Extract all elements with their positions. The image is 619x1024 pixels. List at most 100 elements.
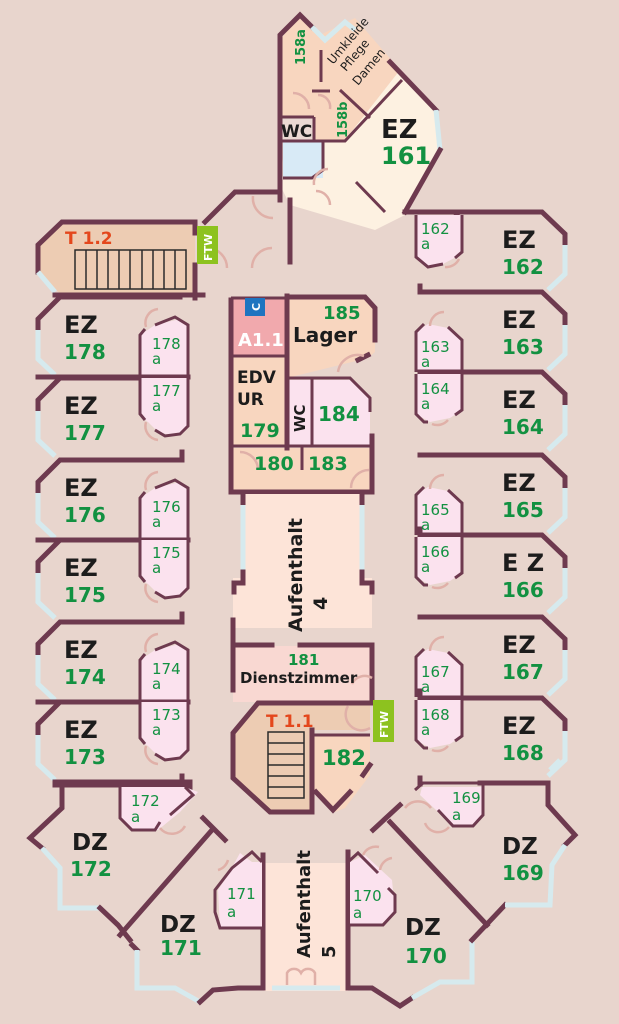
bath-170a[interactable] <box>350 855 395 925</box>
ez-161-type: EZ <box>381 115 418 145</box>
bath-165a-suffix: a <box>421 516 430 534</box>
ftw-badge-bottom-label: FTW <box>378 711 391 738</box>
ez-163-type: EZ <box>502 306 536 334</box>
bath-173a[interactable] <box>140 702 188 760</box>
room-185-name: Lager <box>293 323 357 347</box>
room-179-line-1: EDV <box>237 368 277 388</box>
room-181[interactable]: 181 Dienstzimmer <box>230 617 375 703</box>
dz-172-number: 172 <box>70 857 112 881</box>
bath-166a-number: 166 <box>421 543 450 561</box>
shower-area <box>283 142 323 178</box>
aufenthalt-4-area[interactable] <box>233 494 372 628</box>
bath-172a[interactable] <box>120 787 198 830</box>
wc-room-top[interactable] <box>278 117 314 141</box>
room-179-edv[interactable] <box>233 356 285 446</box>
stair-t11[interactable]: T 1.1 182 FTW <box>230 700 394 815</box>
room-185-number: 185 <box>323 303 361 324</box>
room-185-lager[interactable] <box>287 297 375 378</box>
bath-175a-number: 175 <box>152 544 181 562</box>
bath-167a-number: 167 <box>421 663 450 681</box>
aufenthalt-4[interactable]: Aufenthalt 4 <box>231 491 375 632</box>
ez-168-number: 168 <box>502 741 544 765</box>
bath-167a[interactable] <box>416 649 462 697</box>
bath-165a[interactable] <box>416 487 462 535</box>
aufenthalt-5[interactable]: Aufenthalt 5 <box>260 849 351 991</box>
room-179-line-2: UR <box>237 390 264 410</box>
room-182[interactable] <box>313 735 370 812</box>
bath-176a[interactable] <box>140 482 188 540</box>
bath-174a[interactable] <box>140 644 188 702</box>
ez-173-type: EZ <box>64 716 98 744</box>
bath-164a-number: 164 <box>421 380 450 398</box>
bath-169a[interactable] <box>420 787 482 825</box>
room-181-number: 181 <box>288 651 319 669</box>
bath-173a-suffix: a <box>152 721 161 739</box>
ez-167-number: 167 <box>502 660 544 684</box>
dz-171-number: 171 <box>160 936 202 960</box>
ez-174-type: EZ <box>64 636 98 664</box>
bath-164a-suffix: a <box>421 395 430 413</box>
stair-t12-area[interactable] <box>38 220 195 295</box>
ez-163-number: 163 <box>502 335 544 359</box>
ez-178-number: 178 <box>64 340 106 364</box>
ez-165-type: EZ <box>502 469 536 497</box>
room-ez-161[interactable] <box>280 70 440 230</box>
bath-163a[interactable] <box>416 324 462 372</box>
ez-167-type: EZ <box>502 631 536 659</box>
bath-166a[interactable] <box>416 537 462 585</box>
room-wc-core[interactable] <box>287 380 311 446</box>
bath-162a[interactable] <box>416 215 462 267</box>
bath-167a-suffix: a <box>421 678 430 696</box>
bath-178a[interactable] <box>140 319 188 377</box>
dz-170-type: DZ <box>405 915 441 941</box>
bath-164a[interactable] <box>416 374 462 422</box>
bath-173a-number: 173 <box>152 706 181 724</box>
bath-177a[interactable] <box>140 378 188 436</box>
bath-176a-number: 176 <box>152 498 181 516</box>
aufenthalt-5-name: Aufenthalt <box>294 850 315 958</box>
aufenthalt-5-number: 5 <box>319 945 340 958</box>
bath-163a-suffix: a <box>421 353 430 371</box>
ez-164-number: 164 <box>502 415 544 439</box>
ez-166-type: E Z <box>502 549 544 577</box>
dz-170-number: 170 <box>405 944 447 968</box>
stair-t12[interactable]: T 1.2 FTW <box>35 219 218 301</box>
bath-174a-number: 174 <box>152 660 181 678</box>
bath-170a-suffix: a <box>353 904 362 922</box>
ez-168-type: EZ <box>502 712 536 740</box>
c-badge <box>245 298 265 316</box>
room-184[interactable] <box>313 380 370 446</box>
ez-177-type: EZ <box>64 392 98 420</box>
bath-177a-number: 177 <box>152 382 181 400</box>
bottom-left-wing: 172 a DZ 172 171 a DZ 171 <box>26 782 266 1006</box>
room-158a-label: 158a <box>294 29 309 65</box>
ez-162-type: EZ <box>502 226 536 254</box>
stair-t12-steps <box>74 249 187 290</box>
bath-166a-suffix: a <box>421 558 430 576</box>
ez-176-type: EZ <box>64 474 98 502</box>
room-182-number: 182 <box>322 746 366 770</box>
bath-171a[interactable] <box>218 853 262 928</box>
bath-175a[interactable] <box>140 540 188 598</box>
room-181-area[interactable] <box>233 646 373 702</box>
bath-178a-number: 178 <box>152 335 181 353</box>
ez-161-number: 161 <box>381 142 431 170</box>
aufenthalt-4-name: Aufenthalt <box>285 518 307 632</box>
bath-168a[interactable] <box>416 700 462 748</box>
